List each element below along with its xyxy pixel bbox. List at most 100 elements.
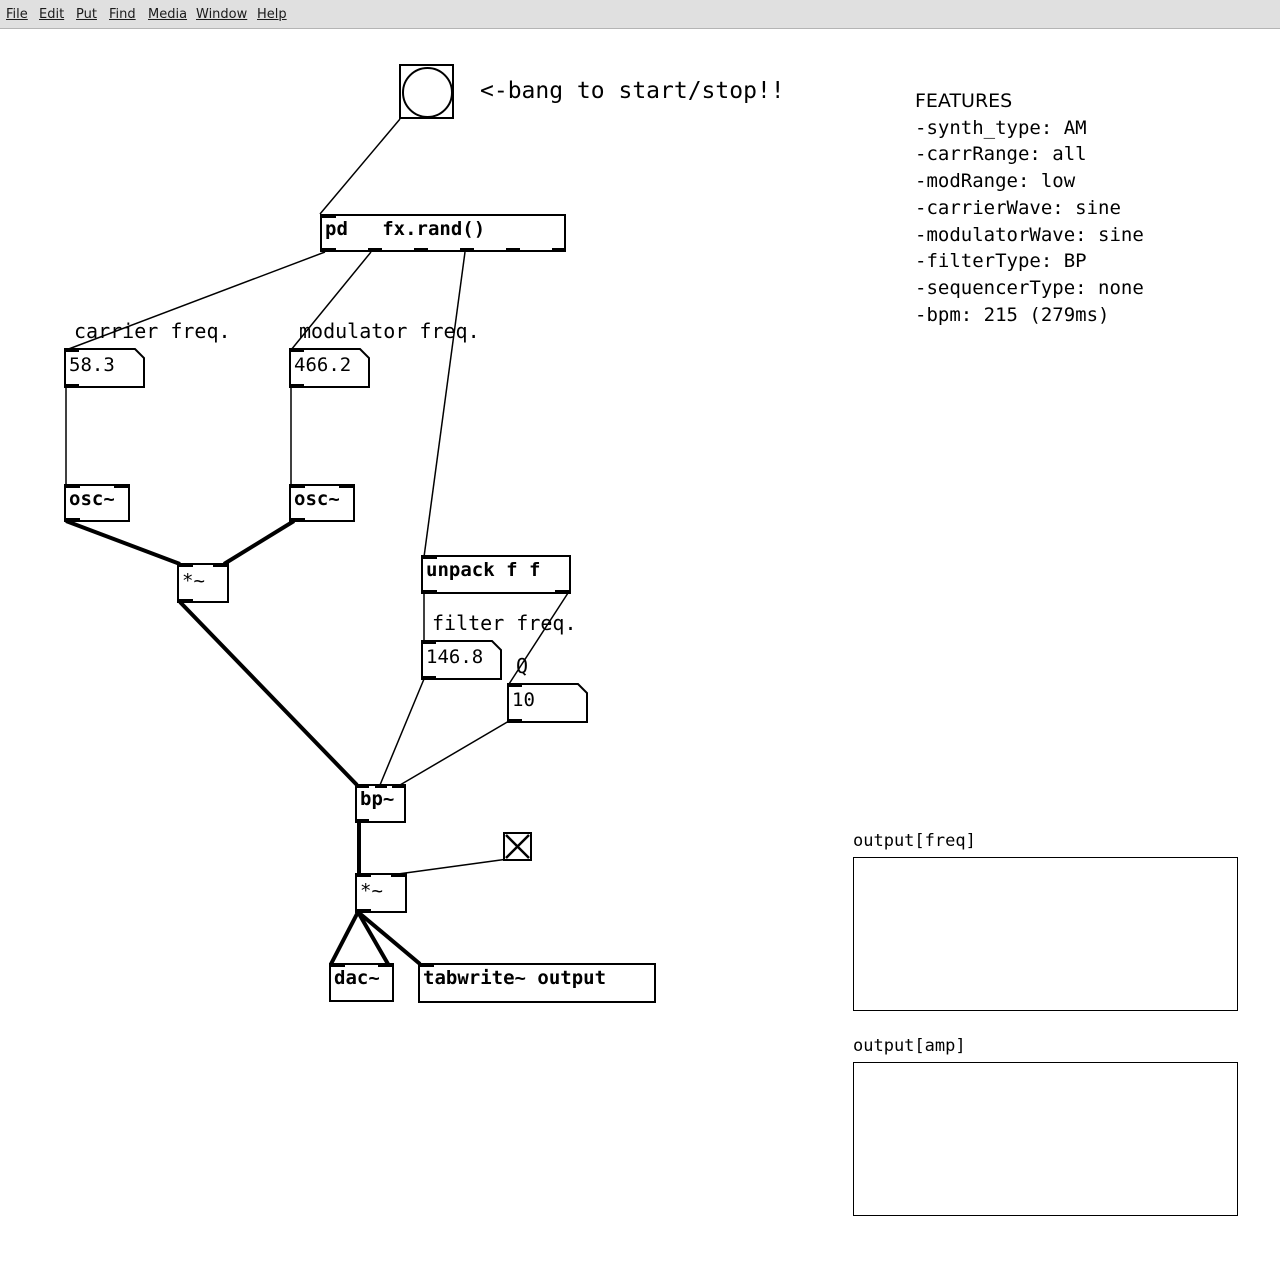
- pd-rand-outlet: [414, 248, 428, 252]
- feature-line: -synth_type: AM: [915, 116, 1087, 139]
- bp-filter-inlet: [392, 784, 404, 788]
- pd-rand-outlet: [506, 248, 520, 252]
- array-freq-graph[interactable]: [853, 857, 1238, 1011]
- wire-q-to-bp: [399, 720, 510, 786]
- menu-put[interactable]: Put: [76, 7, 97, 22]
- wire-osc-modulator-to-mult: [222, 519, 296, 566]
- menu-put-label: Put: [76, 7, 97, 22]
- tabwrite-object[interactable]: tabwrite~ output: [418, 963, 656, 1003]
- wire-pd-to-carrier: [65, 251, 326, 351]
- unpack-outlet: [423, 590, 437, 594]
- osc-modulator-outlet: [291, 518, 305, 522]
- bang-comment: <-bang to start/stop!!: [480, 78, 785, 104]
- modulator-freq-number-outline: [289, 348, 370, 388]
- q-number-outline: [507, 683, 588, 723]
- pd-rand-outlet: [552, 248, 566, 252]
- mult-am-inlet: [213, 563, 227, 567]
- wire-mult-to-bp: [178, 600, 359, 787]
- osc-carrier-inlet: [114, 484, 128, 488]
- menu-edit[interactable]: Edit: [39, 7, 64, 22]
- array-amp-label: output[amp]: [853, 1036, 966, 1056]
- wire-mult-to-dac-left: [329, 911, 360, 965]
- menu-help-label: Help: [257, 7, 287, 22]
- feature-line: -carrierWave: sine: [915, 196, 1121, 219]
- dac-label: dac~: [334, 967, 380, 989]
- menu-find-label: Find: [109, 7, 136, 22]
- dac-inlet: [378, 963, 392, 967]
- wire-pd-to-modulator: [290, 251, 372, 351]
- filter-freq-number-outline: [421, 640, 502, 680]
- osc-carrier-inlet: [66, 484, 80, 488]
- array-amp-graph[interactable]: [853, 1062, 1238, 1216]
- wire-unpack-to-q: [508, 592, 569, 685]
- menu-window[interactable]: Window: [196, 7, 247, 22]
- pd-rand-outlet: [460, 248, 474, 252]
- q-value: 10: [512, 689, 535, 711]
- feature-line: -modRange: low: [915, 170, 1076, 193]
- unpack-object[interactable]: unpack f f: [421, 555, 571, 594]
- bp-filter-outlet: [357, 819, 369, 823]
- mult-am-label: *~: [182, 570, 205, 592]
- osc-modulator-object[interactable]: osc~: [289, 484, 355, 522]
- bang-circle-icon: [402, 67, 453, 118]
- bp-filter-inlet: [357, 784, 369, 788]
- mult-am-inlet: [179, 563, 193, 567]
- unpack-label: unpack f f: [426, 559, 541, 581]
- menu-media[interactable]: Media: [148, 7, 187, 22]
- wire-mult-to-dac-right: [356, 911, 390, 965]
- osc-carrier-object[interactable]: osc~: [64, 484, 130, 522]
- output-toggle[interactable]: [503, 832, 532, 861]
- filter-freq-value: 146.8: [426, 646, 484, 668]
- carrier-freq-value: 58.3: [69, 354, 115, 376]
- feature-line: -modulatorWave: sine: [915, 223, 1144, 246]
- modulator-freq-comment: modulator freq.: [299, 319, 480, 343]
- mult-out-object[interactable]: *~: [355, 873, 407, 913]
- pd-rand-object[interactable]: pd fx.rand(): [320, 214, 566, 252]
- filter-freq-comment: filter freq.: [432, 611, 577, 635]
- wire-filterfreq-to-bp: [379, 678, 425, 786]
- menu-media-label: Media: [148, 7, 188, 22]
- dac-object[interactable]: dac~: [329, 963, 394, 1002]
- q-comment: Q: [516, 654, 529, 678]
- menu-file[interactable]: File: [6, 7, 28, 22]
- bp-filter-label: bp~: [360, 788, 395, 810]
- carrier-freq-number-outline: [64, 348, 145, 388]
- osc-modulator-inlet: [339, 484, 353, 488]
- menu-bar: File Edit Put Find Media Window Help: [0, 0, 1280, 29]
- pd-rand-outlet: [368, 248, 382, 252]
- carrier-freq-comment: carrier freq.: [74, 319, 231, 343]
- patch-connections: [65, 118, 569, 966]
- menu-find[interactable]: Find: [109, 7, 136, 22]
- wire-bang-to-pd: [319, 118, 401, 215]
- modulator-freq-number[interactable]: 466.2: [289, 348, 371, 388]
- modulator-freq-value: 466.2: [294, 354, 352, 376]
- feature-line: -sequencerType: none: [915, 276, 1144, 299]
- toggle-x-icon: [505, 834, 530, 859]
- q-number[interactable]: 10: [507, 683, 589, 723]
- osc-carrier-label: osc~: [69, 488, 115, 510]
- osc-modulator-inlet: [291, 484, 305, 488]
- wire-osc-carrier-to-mult: [65, 519, 181, 566]
- bang-button[interactable]: [399, 64, 454, 119]
- feature-line: -carrRange: all: [915, 143, 1087, 166]
- features-comment: FEATURES -synth_type: AM -carrRange: all…: [915, 88, 1144, 328]
- carrier-freq-number[interactable]: 58.3: [64, 348, 146, 388]
- osc-modulator-label: osc~: [294, 488, 340, 510]
- pd-rand-inlet: [322, 214, 336, 218]
- feature-line: -bpm: 215 (279ms): [915, 303, 1110, 326]
- mult-out-inlet: [391, 873, 405, 877]
- wire-mult-to-tabwrite: [356, 910, 422, 966]
- mult-out-outlet: [357, 909, 371, 913]
- menu-file-label: File: [6, 7, 28, 22]
- pd-rand-outlet: [322, 248, 336, 252]
- wire-pd-to-unpack: [423, 251, 466, 558]
- filter-freq-number[interactable]: 146.8: [421, 640, 503, 680]
- mult-am-object[interactable]: *~: [177, 563, 229, 603]
- features-title: FEATURES: [915, 90, 1013, 112]
- mult-out-label: *~: [360, 880, 383, 902]
- patch-canvas[interactable]: <-bang to start/stop!! pd fx.rand() carr…: [0, 30, 1280, 1280]
- tabwrite-label: tabwrite~ output: [423, 967, 607, 989]
- menu-help[interactable]: Help: [257, 7, 287, 22]
- bp-filter-object[interactable]: bp~: [355, 784, 406, 823]
- tabwrite-inlet: [420, 963, 434, 967]
